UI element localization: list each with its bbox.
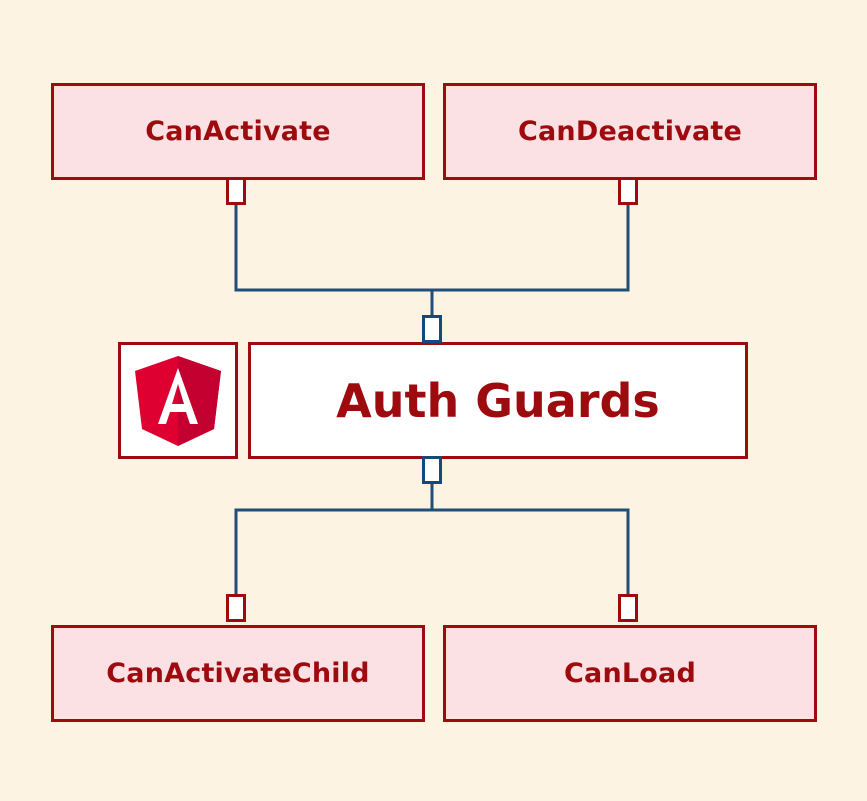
node-canactivate[interactable]: CanActivate <box>51 83 425 180</box>
connector-port-authguards-bottom[interactable] <box>422 456 442 484</box>
node-candeactivate[interactable]: CanDeactivate <box>443 83 817 180</box>
node-auth-guards[interactable]: Auth Guards <box>248 342 748 459</box>
node-canactivate-label: CanActivate <box>145 116 331 147</box>
node-canload-label: CanLoad <box>564 658 696 689</box>
angular-logo-box <box>118 342 238 459</box>
connector-port-candeactivate[interactable] <box>618 177 638 205</box>
node-canload[interactable]: CanLoad <box>443 625 817 722</box>
wire-parents-bus <box>234 205 630 292</box>
connector-port-authguards-top[interactable] <box>422 315 442 343</box>
node-auth-guards-label: Auth Guards <box>336 373 660 428</box>
connector-port-canactivatechild[interactable] <box>226 594 246 622</box>
connector-port-canactivate[interactable] <box>226 177 246 205</box>
wire-bus-children <box>234 508 630 622</box>
angular-logo-icon <box>133 354 223 448</box>
connector-port-canload[interactable] <box>618 594 638 622</box>
node-candeactivate-label: CanDeactivate <box>517 116 742 147</box>
node-canactivatechild[interactable]: CanActivateChild <box>51 625 425 722</box>
node-canactivatechild-label: CanActivateChild <box>106 658 370 689</box>
